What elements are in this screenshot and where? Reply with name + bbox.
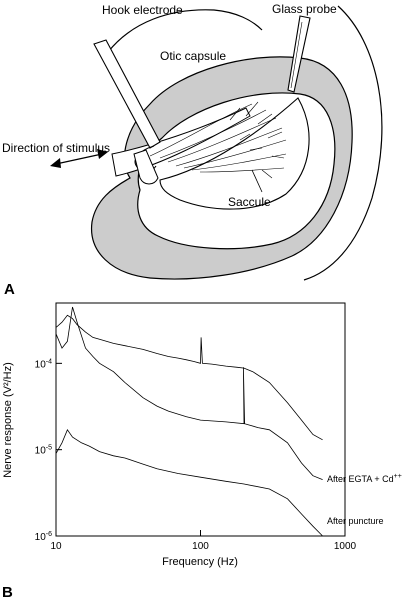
nerve-branches (149, 101, 287, 179)
label-otic-capsule: Otic capsule (160, 49, 226, 63)
saccule-sac (159, 97, 310, 210)
panel-a-letter: A (4, 281, 15, 298)
x-tick-label-2: 100 (192, 541, 209, 552)
series-line-1 (55, 314, 323, 441)
x-axis-title: Frequency (Hz) (162, 556, 238, 568)
stimulus-post (133, 149, 159, 185)
upper-wall-curve (107, 9, 263, 53)
y-tick-label-1: 10-4 (35, 358, 52, 370)
panel-a-diagram (50, 5, 383, 281)
annotation-puncture: After puncture (327, 516, 384, 526)
label-glass-probe: Glass probe (272, 2, 337, 16)
x-tick-label-3: 1000 (334, 541, 357, 552)
label-saccule: Saccule (228, 195, 271, 209)
annotation-egta: After EGTA + Cd++ (327, 473, 402, 484)
x-tick-label-1: 10 (50, 541, 62, 552)
panel-b-chart: 10 100 1000 10-4 10-5 10-6 Frequency (Hz) Ner… (2, 302, 402, 568)
glass-probe (287, 15, 311, 93)
saccule-leader (251, 169, 263, 193)
plot-frame (55, 302, 346, 537)
label-hook-electrode: Hook electrode (102, 3, 183, 17)
y-axis-title: Nerve response (V²/Hz) (2, 362, 14, 478)
series-layer (55, 306, 323, 537)
series-line-2 (55, 306, 323, 480)
y-tick-label-2: 10-5 (35, 445, 52, 457)
panel-b-letter: B (2, 584, 13, 600)
direction-arrow (50, 149, 108, 168)
label-direction-of-stimulus: Direction of stimulus (2, 141, 110, 155)
y-tick-label-3: 10-6 (35, 531, 52, 543)
series-line-3 (55, 428, 323, 537)
outer-wall-curve (303, 5, 383, 281)
ticks-layer: 10 100 1000 10-4 10-5 10-6 (35, 358, 357, 552)
